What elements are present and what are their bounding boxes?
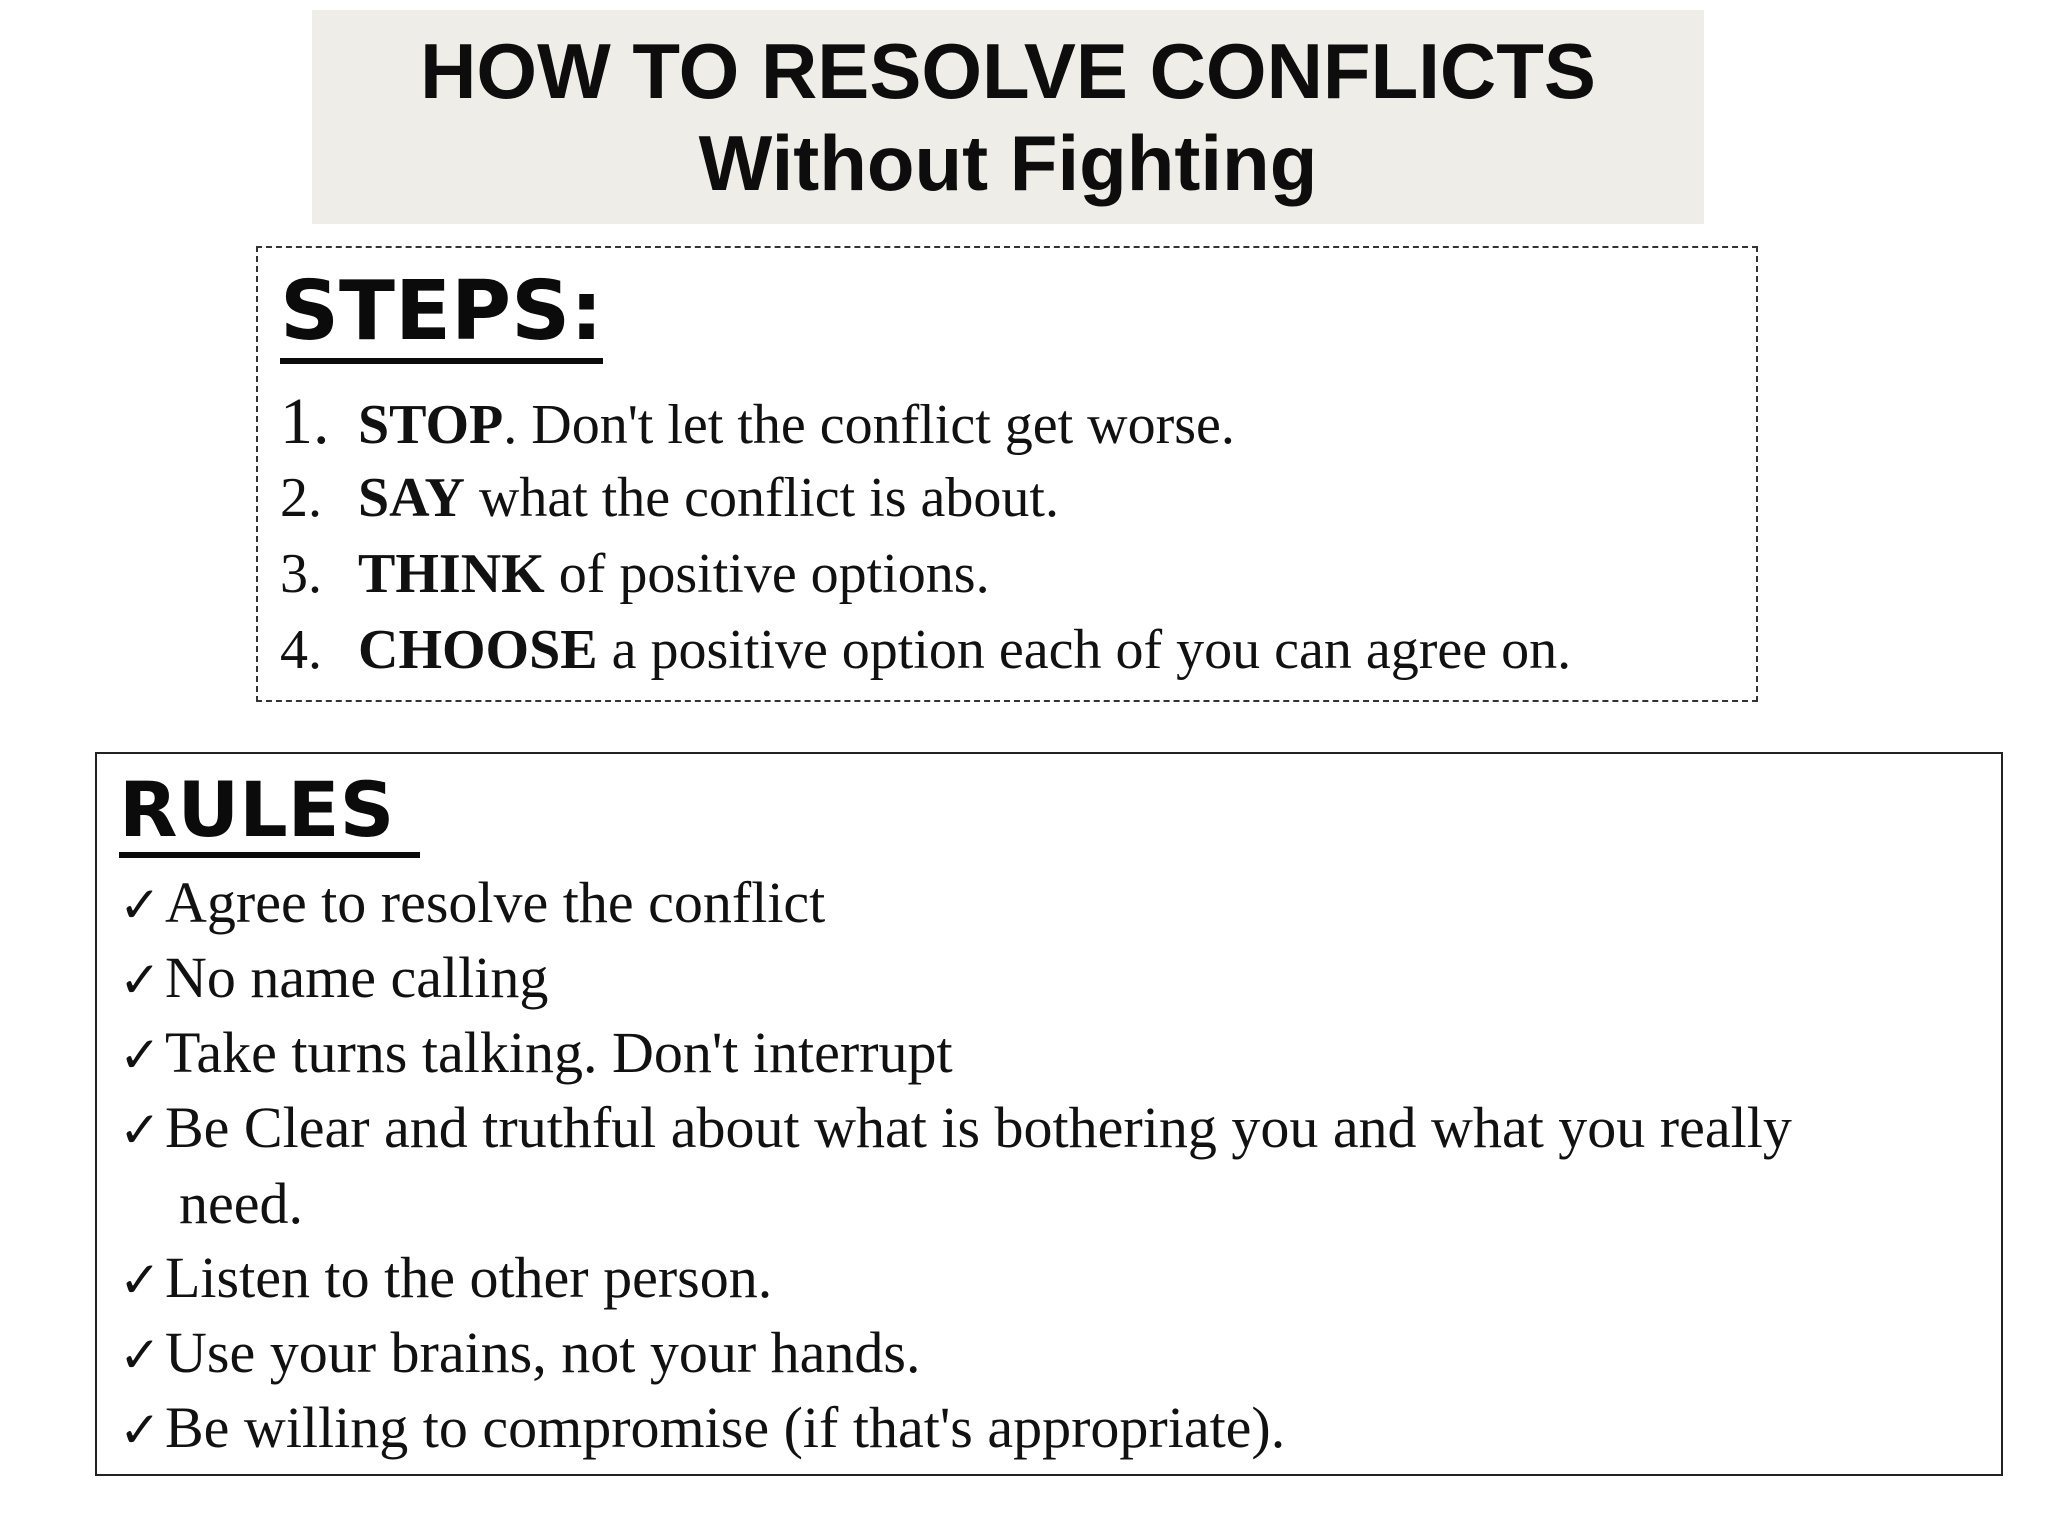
step-text: . Don't let the conflict get worse. bbox=[503, 394, 1235, 456]
title-banner: HOW TO RESOLVE CONFLICTS Without Fightin… bbox=[312, 10, 1704, 224]
rule-text: No name calling bbox=[165, 945, 549, 1010]
page-title: HOW TO RESOLVE CONFLICTS bbox=[420, 27, 1596, 115]
rule-item: ✓Use your brains, not your hands. bbox=[119, 1316, 921, 1392]
rule-item: ✓Take turns talking. Don't interrupt bbox=[119, 1016, 953, 1092]
check-mark-icon: ✓ bbox=[119, 876, 161, 934]
rule-item: ✓Be Clear and truthful about what is bot… bbox=[119, 1091, 1792, 1241]
step-number: 1. bbox=[280, 385, 330, 458]
step-number: 4. bbox=[280, 619, 322, 681]
step-text: what the conflict is about. bbox=[464, 467, 1059, 529]
rule-item: ✓Listen to the other person. bbox=[119, 1241, 772, 1317]
rule-item: ✓No name calling bbox=[119, 941, 548, 1017]
rules-box: RULES ✓Agree to resolve the conflict ✓No… bbox=[95, 752, 2003, 1476]
check-mark-icon: ✓ bbox=[119, 1326, 161, 1384]
rule-text: Agree to resolve the conflict bbox=[165, 870, 826, 935]
check-mark-icon: ✓ bbox=[119, 1251, 161, 1309]
rule-text: Use your brains, not your hands. bbox=[165, 1320, 921, 1385]
rule-item: ✓Agree to resolve the conflict bbox=[119, 866, 825, 942]
check-mark-icon: ✓ bbox=[119, 1026, 161, 1084]
rule-text: Listen to the other person. bbox=[165, 1245, 773, 1310]
page-subtitle: Without Fighting bbox=[698, 119, 1318, 207]
step-keyword: STOP bbox=[358, 394, 504, 456]
rule-item: ✓Be willing to compromise (if that's app… bbox=[119, 1391, 1285, 1467]
check-mark-icon: ✓ bbox=[119, 1401, 161, 1459]
step-keyword: CHOOSE bbox=[358, 619, 598, 681]
steps-heading: STEPS: bbox=[280, 266, 603, 364]
step-number: 2. bbox=[280, 467, 322, 529]
rule-text: Be willing to compromise (if that's appr… bbox=[165, 1395, 1286, 1460]
step-keyword: SAY bbox=[358, 467, 465, 529]
rules-heading: RULES bbox=[119, 768, 421, 858]
rule-text: Be Clear and truthful about what is both… bbox=[165, 1095, 1792, 1160]
step-item: 4. CHOOSE a positive option each of you c… bbox=[280, 618, 1571, 682]
steps-box: STEPS: 1. STOP. Don't let the conflict ge… bbox=[256, 246, 1758, 702]
rule-text-continuation: need. bbox=[179, 1171, 303, 1236]
step-item: 1. STOP. Don't let the conflict get worse… bbox=[280, 385, 1235, 458]
step-text: a positive option each of you can agree … bbox=[597, 619, 1572, 681]
rule-text: Take turns talking. Don't interrupt bbox=[165, 1020, 953, 1085]
step-item: 3. THINK of positive options. bbox=[280, 542, 990, 606]
step-item: 2. SAY what the conflict is about. bbox=[280, 466, 1059, 530]
step-keyword: THINK bbox=[358, 543, 545, 605]
step-text: of positive options. bbox=[544, 543, 990, 605]
check-mark-icon: ✓ bbox=[119, 1101, 161, 1159]
step-number: 3. bbox=[280, 543, 322, 605]
check-mark-icon: ✓ bbox=[119, 951, 161, 1009]
